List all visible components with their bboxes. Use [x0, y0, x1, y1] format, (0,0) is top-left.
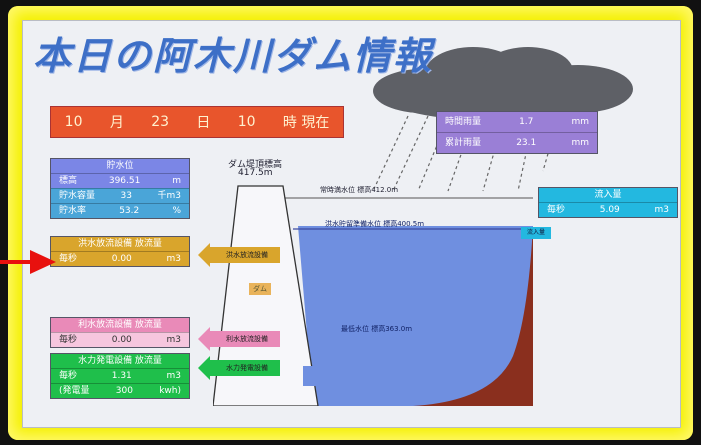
hydro-panel: 水力発電設備 放流量 毎秒 1.31 m3 (発電量 300 kwh) [50, 353, 190, 399]
water-use-release-arrow: 利水放流設備 [198, 327, 280, 351]
date-bar: 10 月 23 日 10 時 現在 [50, 106, 344, 138]
page-title: 本日の阿木川ダム情報 [33, 34, 434, 78]
rainfall-panel: 時間雨量 1.7 mm 累計雨量 23.1 mm [436, 111, 598, 154]
dam-label: ダム [249, 283, 271, 295]
water-use-release-row: 毎秒 0.00 m3 [51, 332, 189, 347]
month-unit: 月 [109, 115, 124, 131]
storage-panel: 貯水位 標高 396.51 m 貯水容量 33 千m3 貯水率 53.2 % [50, 158, 190, 219]
storage-elevation-row: 標高 396.51 m [51, 173, 189, 188]
storage-header: 貯水位 [106, 161, 134, 171]
storage-volume-row: 貯水容量 33 千m3 [51, 188, 189, 203]
max-level-label: 常時満水位 標高412.0m [320, 186, 399, 194]
storage-rate-row: 貯水率 53.2 % [51, 203, 189, 218]
day-unit: 日 [196, 115, 211, 131]
total-rain-row: 累計雨量 23.1 mm [437, 132, 597, 153]
flood-release-arrow: 洪水放流設備 [198, 243, 280, 267]
water-use-release-panel: 利水放流設備 放流量 毎秒 0.00 m3 [50, 317, 190, 348]
hydro-power-row: (発電量 300 kwh) [51, 383, 189, 398]
inflow-panel: 流入量 毎秒 5.09 m3 [538, 187, 678, 218]
hydro-header: 水力発電設備 放流量 [78, 356, 162, 366]
flood-release-row: 毎秒 0.00 m3 [51, 251, 189, 266]
hour-suffix: 時 現在 [282, 115, 330, 131]
month-value: 10 [64, 114, 83, 130]
flood-level-label: 洪水貯留準備水位 標高400.5m [325, 220, 425, 228]
hour-value: 10 [237, 114, 256, 130]
hydro-release-arrow: 水力発電設備 [198, 356, 280, 380]
day-value: 23 [151, 114, 170, 130]
dam-crest-value: 417.5m [238, 168, 273, 178]
hydro-flow-row: 毎秒 1.31 m3 [51, 368, 189, 383]
dam-crest-label: ダム堤頂標高 [228, 160, 283, 170]
min-level-label: 最低水位 標高363.0m [341, 325, 413, 333]
water-use-release-header: 利水放流設備 放流量 [78, 320, 162, 330]
inflow-row: 毎秒 5.09 m3 [539, 202, 677, 217]
inflow-arrow: 流入量 [521, 227, 551, 239]
inflow-header: 流入量 [594, 190, 622, 200]
pointer-arrow-icon [0, 250, 56, 274]
dam-diagram [213, 185, 533, 406]
flood-release-panel: 洪水放流設備 放流量 毎秒 0.00 m3 [50, 236, 190, 267]
info-board: 本日の阿木川ダム情報 10 月 23 日 10 時 現在 時間雨量 1.7 mm… [22, 20, 681, 428]
flood-release-header: 洪水放流設備 放流量 [78, 239, 162, 249]
hourly-rain-row: 時間雨量 1.7 mm [445, 117, 589, 127]
